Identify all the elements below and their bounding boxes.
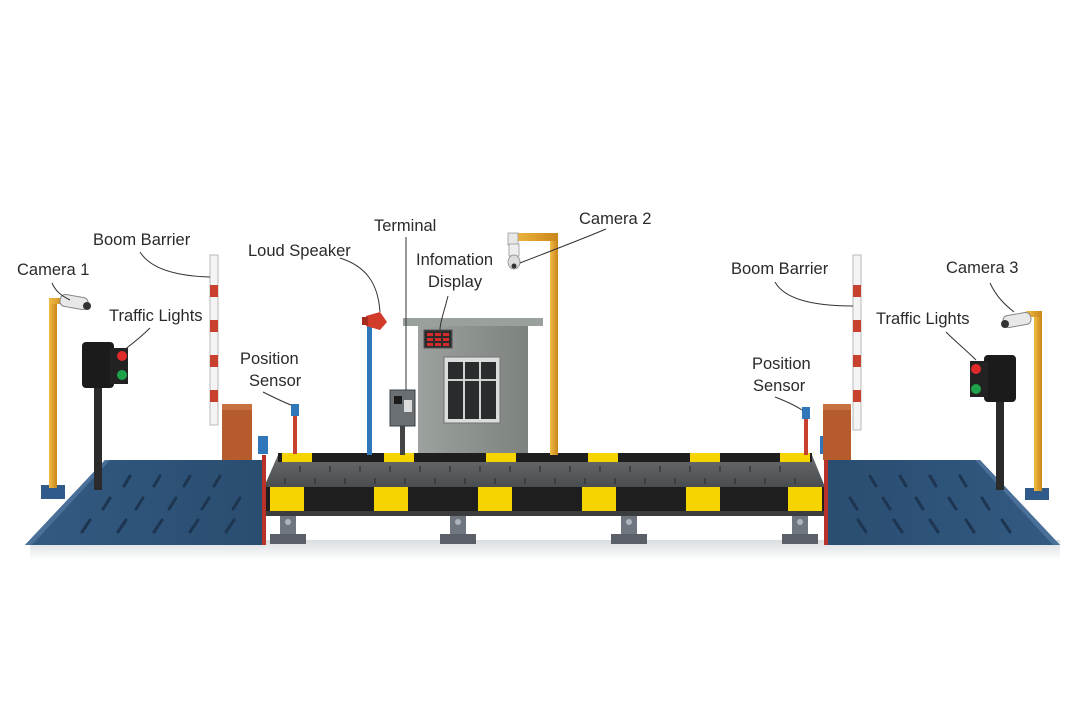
camera-icon [1001,311,1032,329]
label-camera-3: Camera 3 [946,259,1018,277]
position-sensor-icon [258,404,299,454]
terminal-icon [389,389,416,455]
left-ramp [25,460,262,545]
label-position-sensor-right-line2: Sensor [753,377,806,395]
label-position-sensor-left-line1: Position [240,350,299,368]
camera-icon [507,243,521,270]
information-display-icon [423,329,453,349]
label-traffic-lights-right: Traffic Lights [876,310,970,328]
weighbridge-platform [264,453,826,516]
right-ramp [826,460,1060,545]
label-information-display-line1: Infomation [416,251,493,269]
camera-1-pole [41,298,65,499]
label-camera-2: Camera 2 [579,210,651,228]
boom-barrier-icon [209,254,252,460]
label-traffic-lights-left: Traffic Lights [109,307,203,325]
label-boom-barrier-left: Boom Barrier [93,231,191,249]
label-information-display-line2: Display [428,273,483,291]
loud-speaker-icon [362,312,387,455]
label-position-sensor-right-line1: Position [752,355,811,373]
labels: Camera 1 Boom Barrier Traffic Lights Lou… [17,210,1018,395]
load-cells [270,516,818,544]
label-loud-speaker: Loud Speaker [248,242,351,260]
label-terminal: Terminal [374,217,436,235]
traffic-light-icon [970,355,1016,490]
camera-3-pole [1025,311,1049,500]
label-position-sensor-left-line2: Sensor [249,372,302,390]
leader-lines [51,228,1015,411]
ground [30,540,1060,560]
label-camera-1: Camera 1 [17,261,89,279]
traffic-light-icon [82,342,128,490]
boom-barrier-icon [823,254,862,460]
label-boom-barrier-right: Boom Barrier [731,260,829,278]
